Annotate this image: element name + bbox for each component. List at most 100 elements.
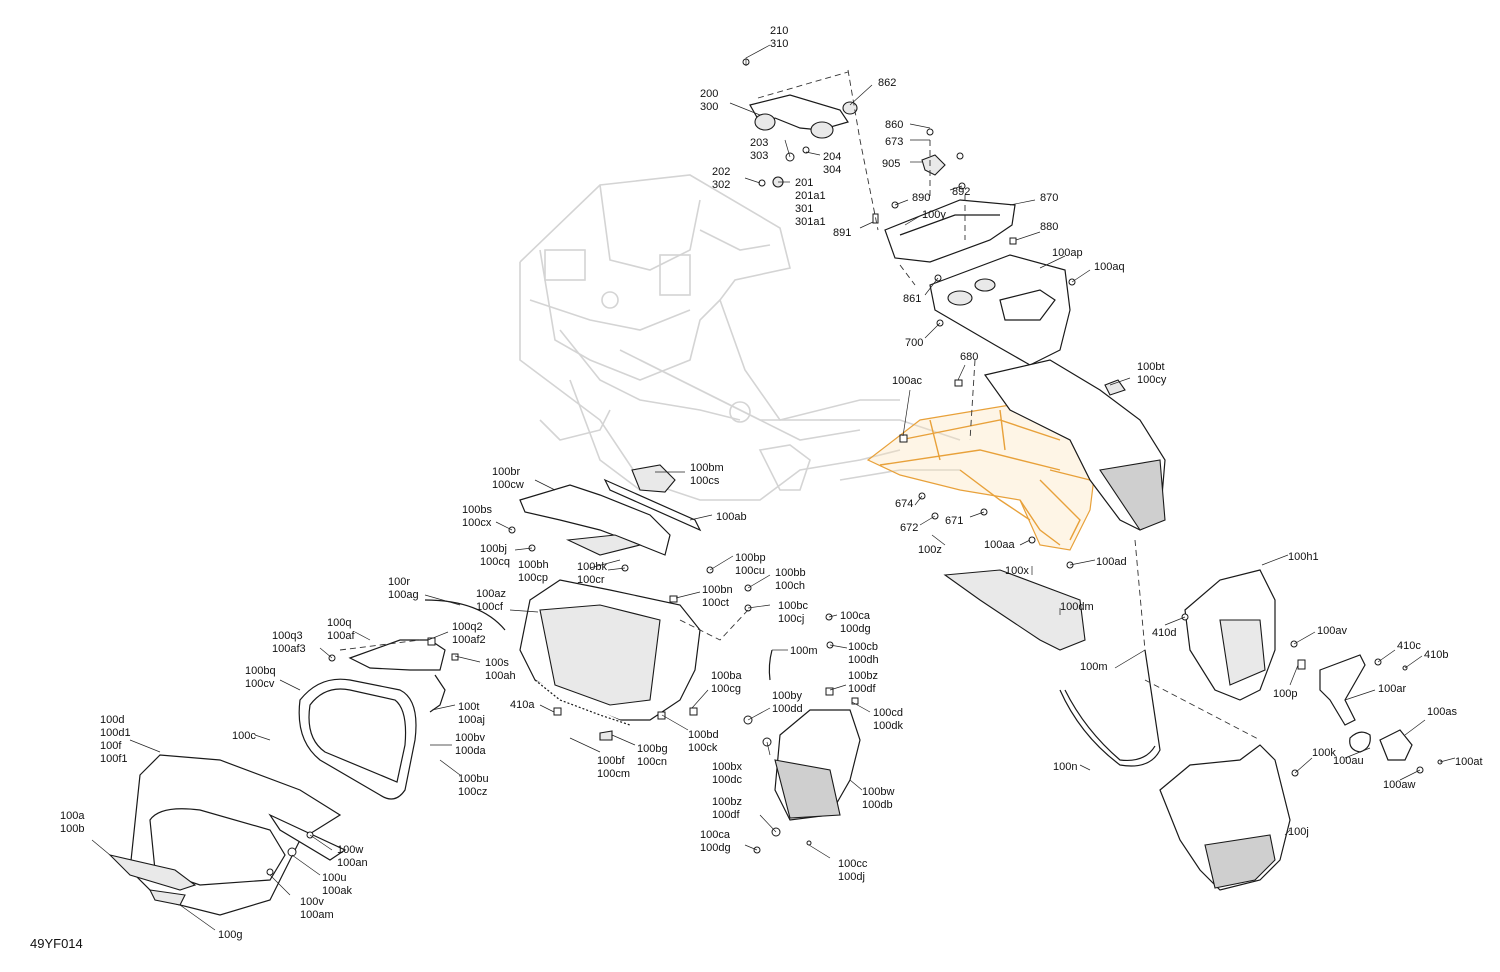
part-number: 100q: [327, 617, 351, 629]
part-number: 100bs: [462, 504, 492, 516]
part-number: 100bz: [712, 796, 742, 808]
part-number: 100da: [455, 745, 486, 757]
part-number: 100cz: [458, 786, 487, 798]
part-number: 100q2: [452, 621, 483, 633]
label-100dm: 100dm: [1060, 601, 1094, 613]
part-number: 100bt: [1137, 361, 1165, 373]
part-number: 410b: [1424, 649, 1448, 661]
label-100aw: 100aw: [1383, 779, 1415, 791]
bracket-100ar: [1319, 654, 1443, 774]
label-410b: 410b: [1424, 649, 1448, 661]
part-number: 100u: [322, 872, 346, 884]
part-number: 100t: [458, 701, 479, 713]
label-100h1: 100h1: [1288, 551, 1319, 563]
part-number: 100bp: [735, 552, 766, 564]
label-100k: 100k: [1312, 747, 1336, 759]
part-number: 100az: [476, 588, 506, 600]
orange-subframe: [866, 404, 1096, 551]
label-100z: 100z: [918, 544, 942, 556]
label-100aa: 100aa: [984, 539, 1015, 551]
part-number: 100d1: [100, 727, 131, 739]
lid-hinge-100br: [508, 464, 702, 572]
part-number: 100cu: [735, 565, 765, 577]
label-100at: 100at: [1455, 756, 1483, 768]
part-number: 100f1: [100, 753, 128, 765]
part-number: 100ad: [1096, 556, 1127, 568]
label-673: 673: [885, 136, 903, 148]
part-number: 100aa: [984, 539, 1015, 551]
bracket-870: [872, 128, 1017, 263]
part-number: 870: [1040, 192, 1058, 204]
label-862: 862: [878, 77, 896, 89]
part-number: 100ca: [700, 829, 731, 841]
label-100x: 100x: [1005, 565, 1029, 577]
label-870: 870: [1040, 192, 1058, 204]
label-100j: 100j: [1288, 826, 1309, 838]
part-number: 100bx: [712, 761, 742, 773]
lid-100d: [108, 754, 347, 916]
part-number: 100br: [492, 466, 520, 478]
ghost-frame: [519, 174, 961, 501]
part-number: 100ab: [716, 511, 747, 523]
part-number: 100at: [1455, 756, 1483, 768]
part-number: 210: [770, 25, 788, 37]
part-number: 100bc: [778, 600, 808, 612]
label-100ap: 100ap: [1052, 247, 1083, 259]
part-number: 100q3: [272, 630, 303, 642]
part-number: 100ch: [775, 580, 805, 592]
part-number: 100dg: [840, 623, 871, 635]
diagram-code: 49YF014: [30, 936, 83, 951]
part-number: 100am: [300, 909, 334, 921]
label-891: 891: [833, 227, 851, 239]
part-number: 100af: [327, 630, 355, 642]
label-100g: 100g: [218, 929, 242, 941]
part-number: 100cd: [873, 707, 903, 719]
part-number: 100ca: [840, 610, 871, 622]
label-100m-1: 100m: [790, 645, 818, 657]
part-number: 100ba: [711, 670, 742, 682]
part-number: 100as: [1427, 706, 1457, 718]
rear-cover-100j: [1159, 744, 1299, 891]
part-number: 201: [795, 177, 813, 189]
part-number: 410d: [1152, 627, 1176, 639]
part-number: 100cm: [597, 768, 630, 780]
label-100ar: 100ar: [1378, 683, 1406, 695]
part-number: 905: [882, 158, 900, 170]
part-number: 100dj: [838, 871, 865, 883]
part-number: 100n: [1053, 761, 1077, 773]
part-number: 300: [700, 101, 718, 113]
part-number: 100dk: [873, 720, 903, 732]
label-100av: 100av: [1317, 625, 1347, 637]
plate-100ap: [929, 254, 1076, 366]
part-number: 700: [905, 337, 923, 349]
part-number: 100m: [1080, 661, 1108, 673]
rear-housing-100bt: [899, 359, 1166, 569]
part-number: 100bf: [597, 755, 625, 767]
label-100ad: 100ad: [1096, 556, 1127, 568]
part-number: 100p: [1273, 688, 1297, 700]
part-number: 100v: [300, 896, 324, 908]
part-number: 100an: [337, 857, 368, 869]
part-number: 100a: [60, 810, 85, 822]
leader-lines: [91, 44, 1456, 931]
part-number: 100k: [1312, 747, 1336, 759]
